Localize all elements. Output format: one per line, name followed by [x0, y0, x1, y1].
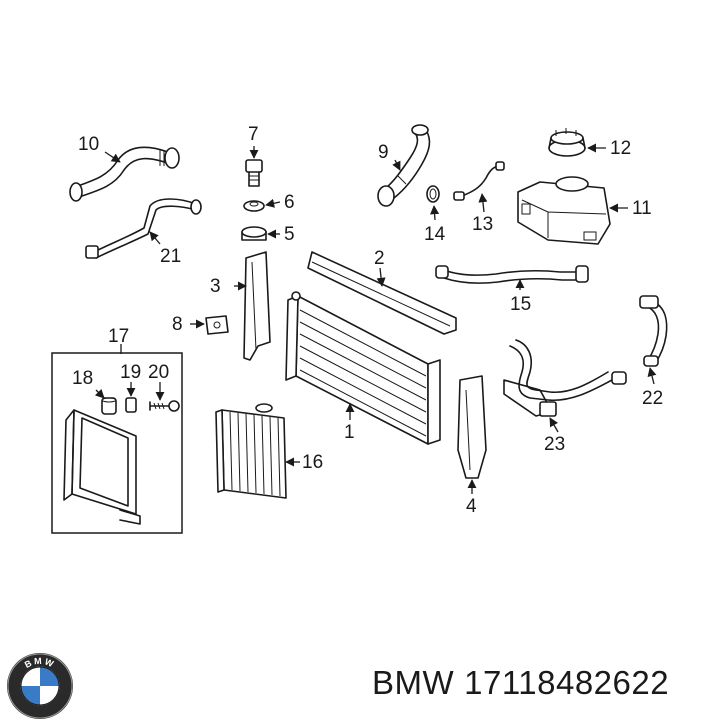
callout-6: 6 [284, 192, 295, 213]
part-23-hose-assembly [503, 339, 627, 417]
callout-22: 22 [642, 388, 663, 409]
callout-5: 5 [284, 224, 295, 245]
callout-1: 1 [344, 422, 355, 443]
callout-17: 17 [108, 326, 129, 347]
callout-10: 10 [78, 134, 99, 155]
callout-14: 14 [424, 224, 446, 245]
callout-18: 18 [72, 368, 93, 389]
callout-8: 8 [172, 314, 183, 335]
part-20-bolt [149, 400, 180, 412]
callout-labels: 10 21 7 6 5 9 14 13 12 11 15 2 3 8 1 4 1… [72, 124, 663, 517]
part-8-clip [205, 315, 229, 335]
bmw-logo: BMW [7, 653, 73, 719]
part-21-coolant-line [85, 198, 202, 259]
part-17-mounting-frame [63, 409, 141, 525]
logo-letters: BMW [23, 656, 57, 670]
part-22-hose [639, 295, 668, 367]
callout-12: 12 [610, 138, 631, 159]
callout-16: 16 [302, 452, 323, 473]
part-7-bolt [245, 159, 263, 187]
part-12-expansion-tank-cap [548, 128, 586, 157]
leader-lines [94, 143, 657, 494]
part-5-mount [241, 226, 267, 241]
part-18-bushing [101, 397, 117, 415]
callout-2: 2 [374, 248, 385, 269]
callout-23: 23 [544, 434, 565, 455]
part-1-radiator [285, 291, 441, 445]
logo-quadrant-blue-1 [40, 667, 59, 686]
part-15-coolant-hose [435, 265, 589, 284]
part-10-upper-radiator-hose [69, 146, 180, 202]
part-13-vent-line [453, 161, 505, 201]
callout-9: 9 [378, 142, 389, 163]
callout-3: 3 [210, 276, 221, 297]
callout-4: 4 [466, 496, 477, 517]
part-17-box [51, 352, 183, 534]
part-6-grommet [243, 200, 265, 212]
callout-7: 7 [248, 124, 259, 145]
part-2-upper-air-duct [307, 251, 457, 335]
part-14-hose-clamp [426, 185, 440, 203]
part-11-expansion-tank [517, 176, 611, 245]
part-16-auxiliary-radiator [215, 403, 287, 499]
callout-15: 15 [510, 294, 531, 315]
callout-21: 21 [160, 246, 181, 267]
part-number: 17118482622 [464, 664, 670, 701]
brand-name: BMW [372, 664, 455, 701]
callout-19: 19 [120, 362, 141, 383]
callout-13: 13 [472, 214, 493, 235]
part-9-hose [377, 124, 431, 207]
logo-quadrant-blue-2 [21, 686, 40, 705]
part-3-side-air-guide [243, 251, 271, 361]
callout-20: 20 [148, 362, 169, 383]
callout-11: 11 [632, 198, 652, 219]
part-19-nut [125, 397, 137, 413]
part-4-side-air-guide [457, 375, 487, 479]
